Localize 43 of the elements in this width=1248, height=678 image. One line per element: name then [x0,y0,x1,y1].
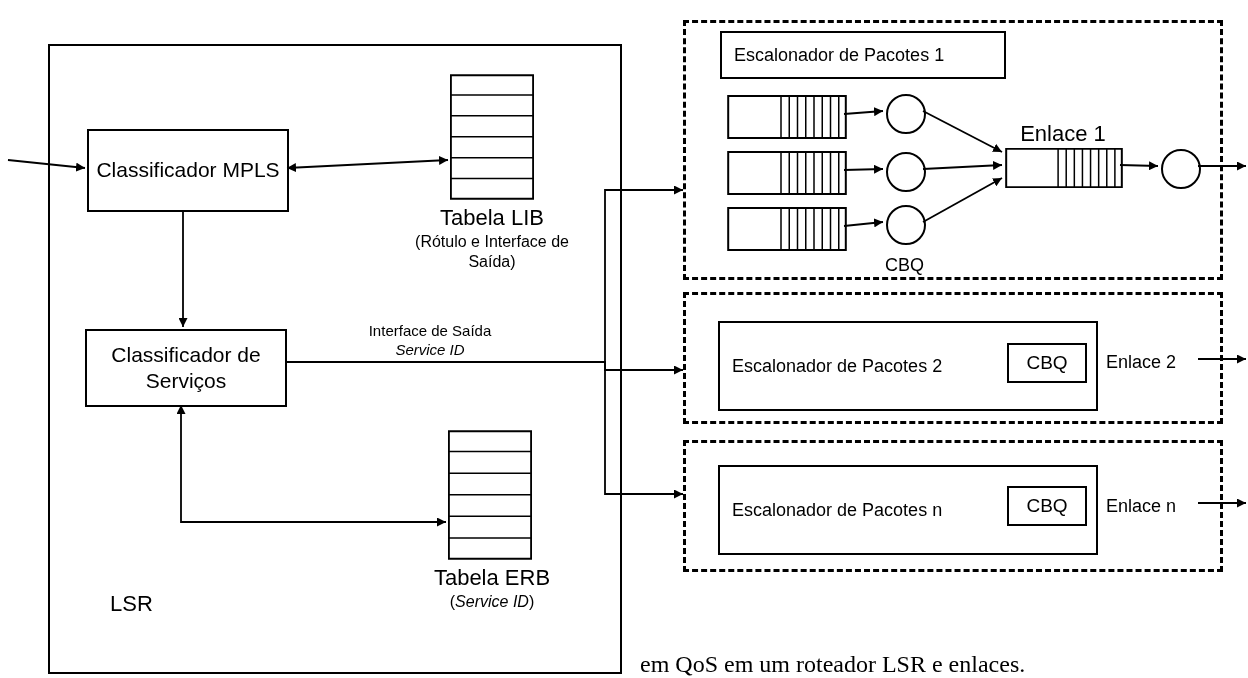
router-label: LSR [110,591,153,616]
process-box: Classificador MPLS [87,129,289,212]
table-subtitle: (Rótulo e Interface de Saída) [414,231,570,272]
table-drawing [450,74,534,200]
scheduler-label: Escalonador de Pacotes n [732,500,943,520]
link-label: Enlace n [1106,491,1201,521]
arrow [176,404,447,527]
scheduler-box [718,465,1098,555]
arrow [7,159,86,172]
arrow [1119,161,1159,171]
router-box [48,44,622,674]
table-subtitle: (Service ID) [449,591,535,612]
arrow [1197,498,1247,508]
arrow [843,164,884,174]
dashed-region [683,440,1223,572]
arrow [178,209,188,328]
cbq-box: CBQ [1007,486,1087,526]
table-drawing [448,430,532,560]
cbq-box: CBQ [1007,343,1087,383]
cbq-label: CBQ [885,254,924,277]
queue-drawing [727,207,847,251]
link-label: Enlace 2 [1106,347,1201,377]
dashed-region [683,20,1223,280]
arrow [922,110,1003,153]
table-title: Enlace 1 [1020,120,1106,148]
scheduler-title: Escalonador de Pacotes 1 [720,31,1006,79]
scheduler-box [718,321,1098,411]
scheduler-label: Escalonador de Pacotes 2 [732,356,943,376]
arrow [922,160,1003,170]
queue-drawing [727,95,847,139]
queue-drawing [1005,148,1123,188]
process-box: Classificador de Serviços [85,329,287,407]
arrow [1197,354,1247,364]
caption: em QoS em um roteador LSR e enlaces. [640,650,1026,678]
arrow [286,155,449,173]
arrow [843,218,884,228]
table-title: Tabela LIB [440,204,544,232]
arrow [1197,161,1247,171]
queue-drawing [727,151,847,195]
dashed-region [683,292,1223,424]
arrow [843,107,884,117]
arrow [922,177,1003,223]
table-title: Tabela ERB [433,564,551,592]
